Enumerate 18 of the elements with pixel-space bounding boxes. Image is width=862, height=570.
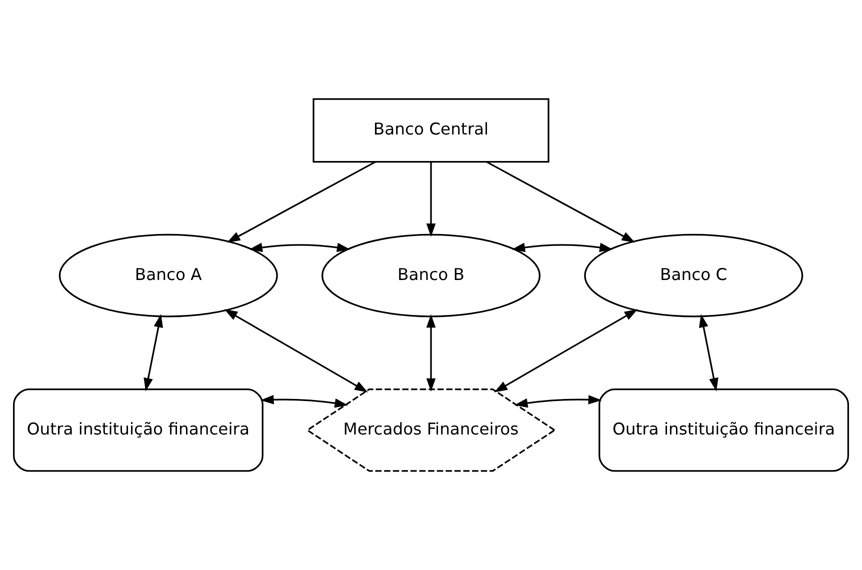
node-ellipse: Banco C [584, 234, 804, 318]
node-ellipse: Banco B [321, 234, 541, 318]
arrow [514, 395, 602, 408]
node-box: Outra instituição financeira [13, 388, 264, 472]
arrow [249, 242, 350, 252]
arrow [486, 161, 636, 243]
arrow [226, 161, 376, 243]
node-ellipse: Banco A [58, 234, 278, 318]
arrow [426, 162, 436, 237]
node-box: Outra instituição financeira [598, 388, 849, 472]
arrow [699, 314, 718, 392]
arrow [512, 242, 613, 252]
arrow [494, 309, 638, 392]
arrow [426, 314, 436, 392]
node-box: Banco Central [312, 98, 550, 163]
arrow [260, 395, 348, 408]
arrow [224, 309, 368, 392]
arrow [144, 314, 163, 392]
